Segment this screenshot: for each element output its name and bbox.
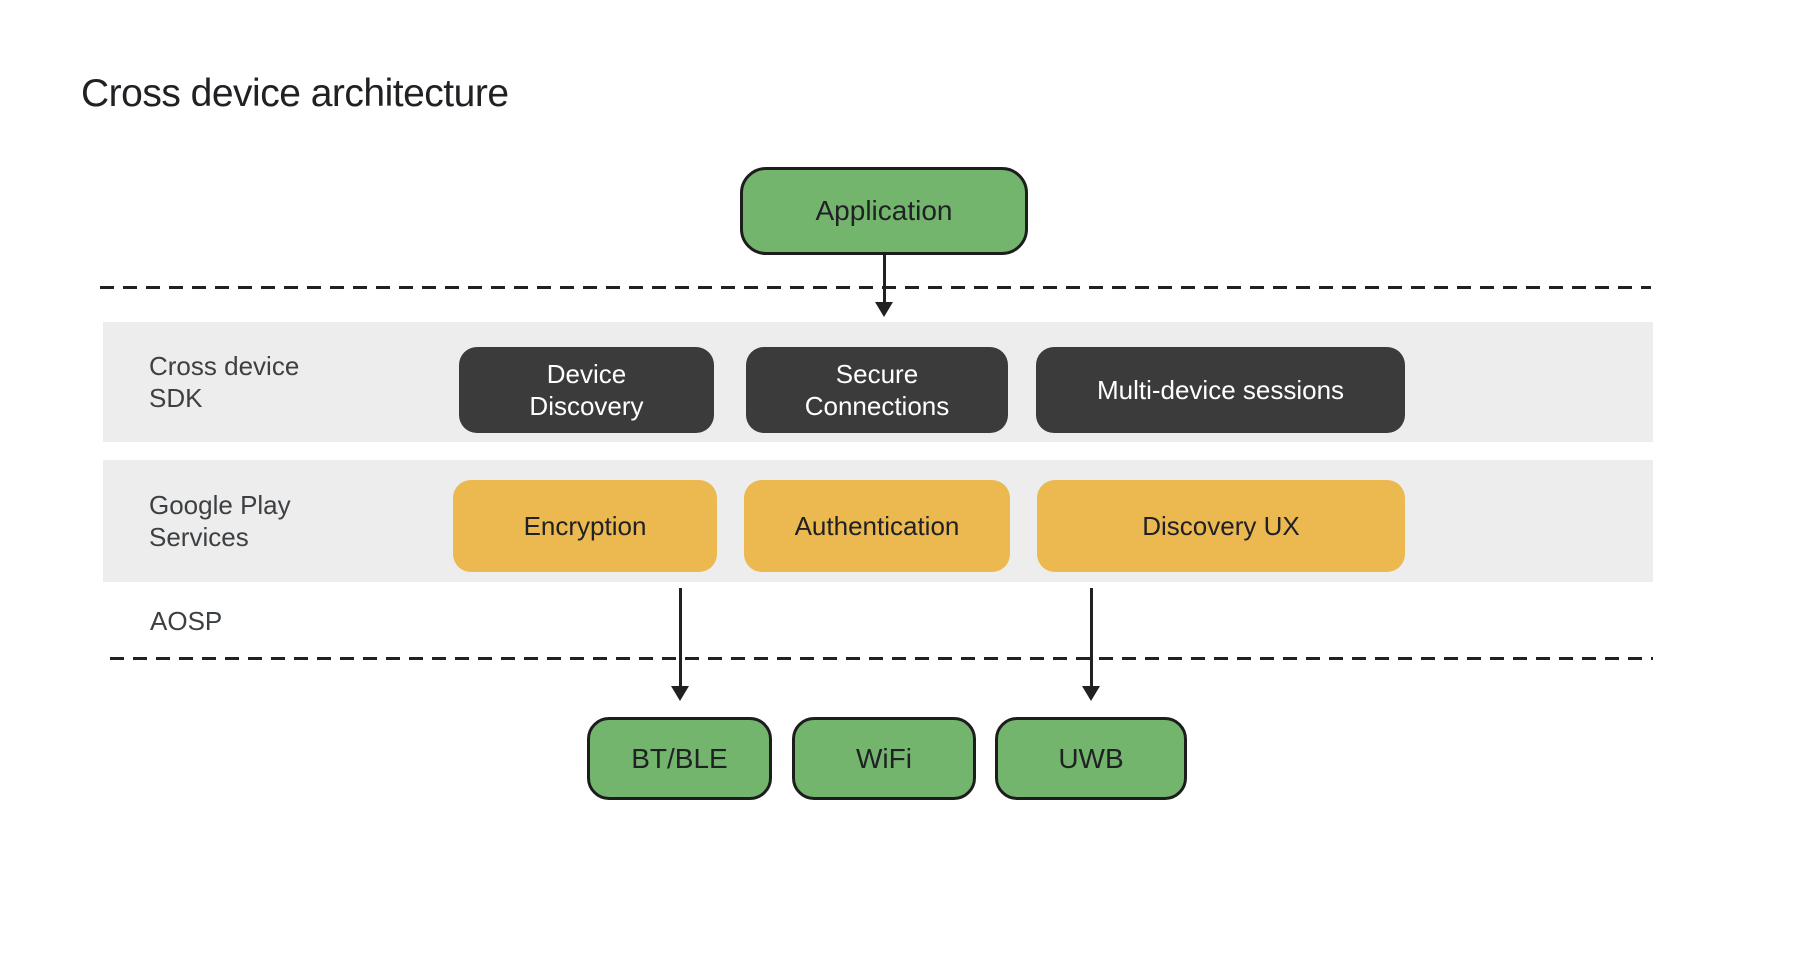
layer-google-play-services: Google Play Services Encryption Authenti…: [103, 460, 1653, 582]
arrow-head-icon: [1082, 686, 1100, 701]
node-label-line: WiFi: [856, 742, 912, 774]
arrow-shaft: [678, 588, 682, 686]
dashed-divider-bottom: [110, 657, 1653, 660]
layer-label-line: Services: [149, 522, 249, 552]
node-multi-device-sessions: Multi-device sessions: [1036, 347, 1405, 433]
arrow-application-to-sdk: [874, 255, 894, 317]
arrow-to-bt-ble: [670, 588, 690, 701]
node-encryption: Encryption: [453, 480, 717, 572]
node-authentication: Authentication: [744, 480, 1010, 572]
node-device-discovery: Device Discovery: [459, 347, 714, 433]
layer-label-line: SDK: [149, 383, 203, 413]
node-label-line: Discovery UX: [1142, 511, 1300, 541]
node-label-line: Secure: [835, 359, 919, 389]
layer-cross-device-sdk: Cross device SDK Device Discovery Secure…: [103, 322, 1653, 442]
arrow-head-icon: [671, 686, 689, 701]
layer-label-line: Google Play: [149, 490, 291, 520]
arrow-shaft: [1089, 588, 1093, 686]
layer-label-line: Cross device: [149, 351, 300, 381]
node-wifi: WiFi: [792, 717, 976, 800]
dashed-divider-top: [100, 286, 1651, 289]
layer-label-google-play-services: Google Play Services: [149, 489, 291, 553]
node-label-line: Multi-device sessions: [1096, 375, 1345, 405]
application-label: Application: [815, 195, 953, 226]
application-node: Application: [740, 167, 1028, 255]
node-uwb: UWB: [995, 717, 1187, 800]
layer-label-aosp: AOSP: [150, 606, 223, 636]
node-discovery-ux: Discovery UX: [1037, 480, 1405, 572]
arrow-to-uwb: [1081, 588, 1101, 701]
node-label-line: Connections: [804, 391, 950, 421]
node-label-line: Encryption: [523, 511, 647, 541]
arrow-head-icon: [875, 302, 893, 317]
node-label-line: BT/BLE: [631, 742, 728, 774]
node-label-line: UWB: [1058, 742, 1124, 774]
arrow-shaft: [882, 255, 886, 302]
page-title: Cross device architecture: [81, 72, 509, 115]
node-label-line: Device: [546, 359, 627, 389]
layer-label-cross-device-sdk: Cross device SDK: [149, 350, 299, 414]
node-bt-ble: BT/BLE: [587, 717, 772, 800]
node-label-line: Authentication: [794, 511, 960, 541]
node-label-line: Discovery: [529, 391, 644, 421]
node-secure-connections: Secure Connections: [746, 347, 1008, 433]
